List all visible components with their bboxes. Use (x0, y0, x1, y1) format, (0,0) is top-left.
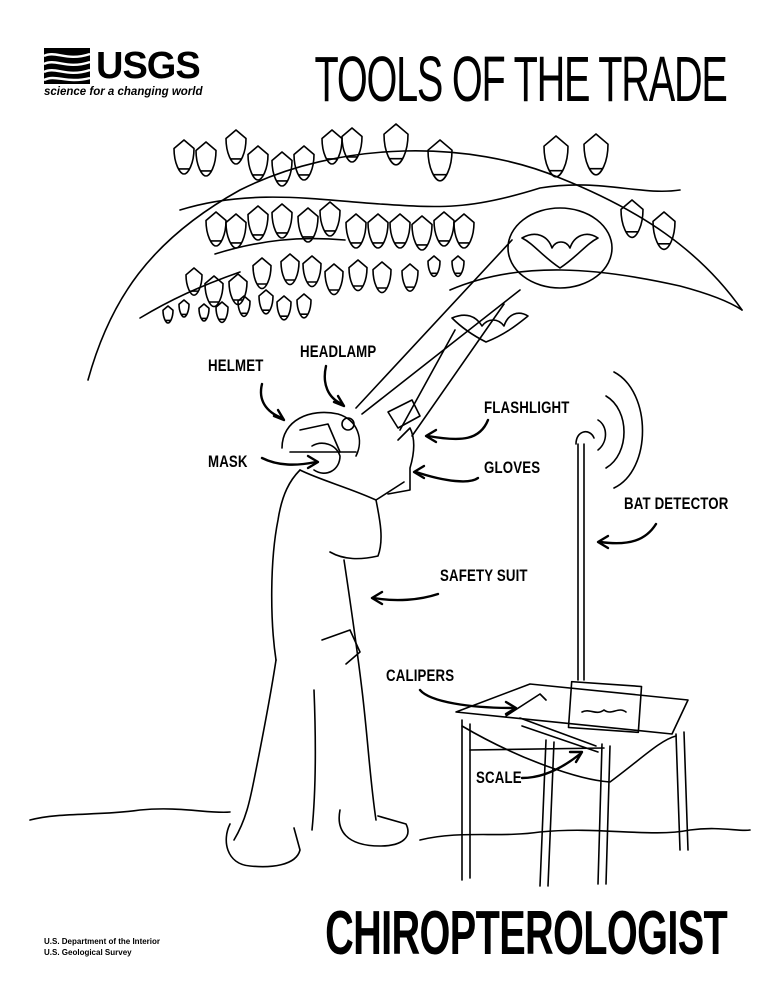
bat-icon (276, 295, 292, 321)
signal-wave (613, 371, 644, 489)
label-gloves: GLOVES (484, 458, 541, 477)
bat-icon (453, 213, 475, 249)
bat-icon (297, 207, 319, 243)
bat-icon (204, 275, 224, 308)
researcher-figure (225, 399, 421, 868)
bat-icon (383, 123, 409, 166)
arrow-icon (323, 364, 344, 406)
bat-icon (185, 267, 203, 296)
arrow-icon (426, 418, 490, 441)
cave-ledge (449, 269, 743, 311)
bat-icon (195, 141, 217, 177)
bat-icon (296, 293, 312, 319)
usgs-wordmark: USGS (96, 45, 201, 87)
footer-agency: U.S. Department of the Interior U.S. Geo… (44, 936, 160, 958)
light-beam (355, 239, 513, 409)
bat-icon (228, 273, 248, 306)
bat-icon (367, 213, 389, 249)
bat-icon (237, 295, 251, 318)
bat-icon (427, 139, 453, 182)
bat-icon (451, 312, 529, 343)
bat-icon (258, 289, 274, 315)
arrow-icon (520, 752, 582, 780)
bat-icon (348, 259, 368, 292)
detector-pole (577, 443, 585, 681)
bat-icon (293, 145, 315, 181)
label-safety-suit: SAFETY SUIT (440, 566, 528, 585)
bat-icon (389, 213, 411, 249)
arrow-icon (260, 456, 318, 466)
field-table (455, 680, 689, 887)
bat-icon (324, 263, 344, 296)
label-flashlight: FLASHLIGHT (484, 398, 570, 417)
footer-line-2: U.S. Geological Survey (44, 948, 132, 957)
label-mask: MASK (208, 452, 248, 471)
bat-icon (198, 303, 210, 322)
label-bat-detector: BAT DETECTOR (624, 494, 729, 513)
bat-icon (401, 263, 419, 292)
bat-icon (271, 203, 293, 239)
ground-line (29, 808, 231, 821)
label-helmet: HELMET (208, 356, 264, 375)
bat-icon (321, 129, 343, 165)
bat-icon (225, 213, 247, 249)
label-headlamp: HEADLAMP (300, 342, 377, 361)
bat-icon (543, 135, 569, 178)
light-beam (411, 303, 505, 437)
arrow-icon (598, 522, 658, 545)
bat-icon (280, 253, 300, 286)
bat-icon (345, 213, 367, 249)
bat-icon (225, 129, 247, 165)
bat-icon (652, 211, 676, 251)
bat-icon (372, 261, 392, 294)
cave-outline (87, 150, 743, 381)
bat-icon (205, 211, 227, 247)
cave-ledge (214, 237, 346, 255)
cave-ledge (139, 271, 241, 319)
usgs-tagline: science for a changing world (44, 86, 203, 98)
cave-ledge (179, 184, 681, 211)
usgs-logo: USGS science for a changing world (44, 44, 202, 100)
light-beam (361, 289, 521, 415)
bat-icon (271, 151, 293, 187)
arrow-icon (414, 470, 480, 483)
signal-wave (597, 419, 607, 451)
detector-head (575, 431, 595, 445)
bat-icon (433, 211, 455, 247)
bat-icon (583, 133, 609, 176)
label-scale: SCALE (476, 768, 522, 787)
bat-signal (507, 207, 613, 289)
bat-icon (247, 205, 269, 241)
bat-icon (215, 301, 229, 324)
arrow-icon (372, 592, 440, 602)
arrow-icon (259, 382, 284, 420)
bat-icon (247, 145, 269, 181)
bat-icon (162, 305, 174, 324)
arrow-icon (418, 688, 516, 710)
bat-icon (411, 215, 433, 251)
career-title: CHIROPTEROLOGIST (324, 899, 728, 968)
bat-icon (178, 299, 190, 318)
bat-icon (173, 139, 195, 175)
bat-icon (521, 233, 599, 269)
ground-line (419, 827, 751, 841)
bat-icon (427, 255, 441, 278)
bat-icon (302, 255, 322, 288)
arrow-icon-group (259, 364, 658, 780)
footer-line-1: U.S. Department of the Interior (44, 937, 161, 946)
bat-colony (162, 123, 676, 324)
bat-icon (620, 199, 644, 239)
signal-wave (605, 395, 625, 469)
bat-icon (252, 257, 272, 290)
light-beam (399, 329, 456, 431)
label-calipers: CALIPERS (386, 666, 455, 685)
bat-icon (319, 201, 341, 237)
usgs-wave-icon (44, 48, 90, 84)
page-title: TOOLS OF THE TRADE (314, 43, 728, 115)
bat-icon (341, 127, 363, 163)
bat-icon (451, 255, 465, 278)
